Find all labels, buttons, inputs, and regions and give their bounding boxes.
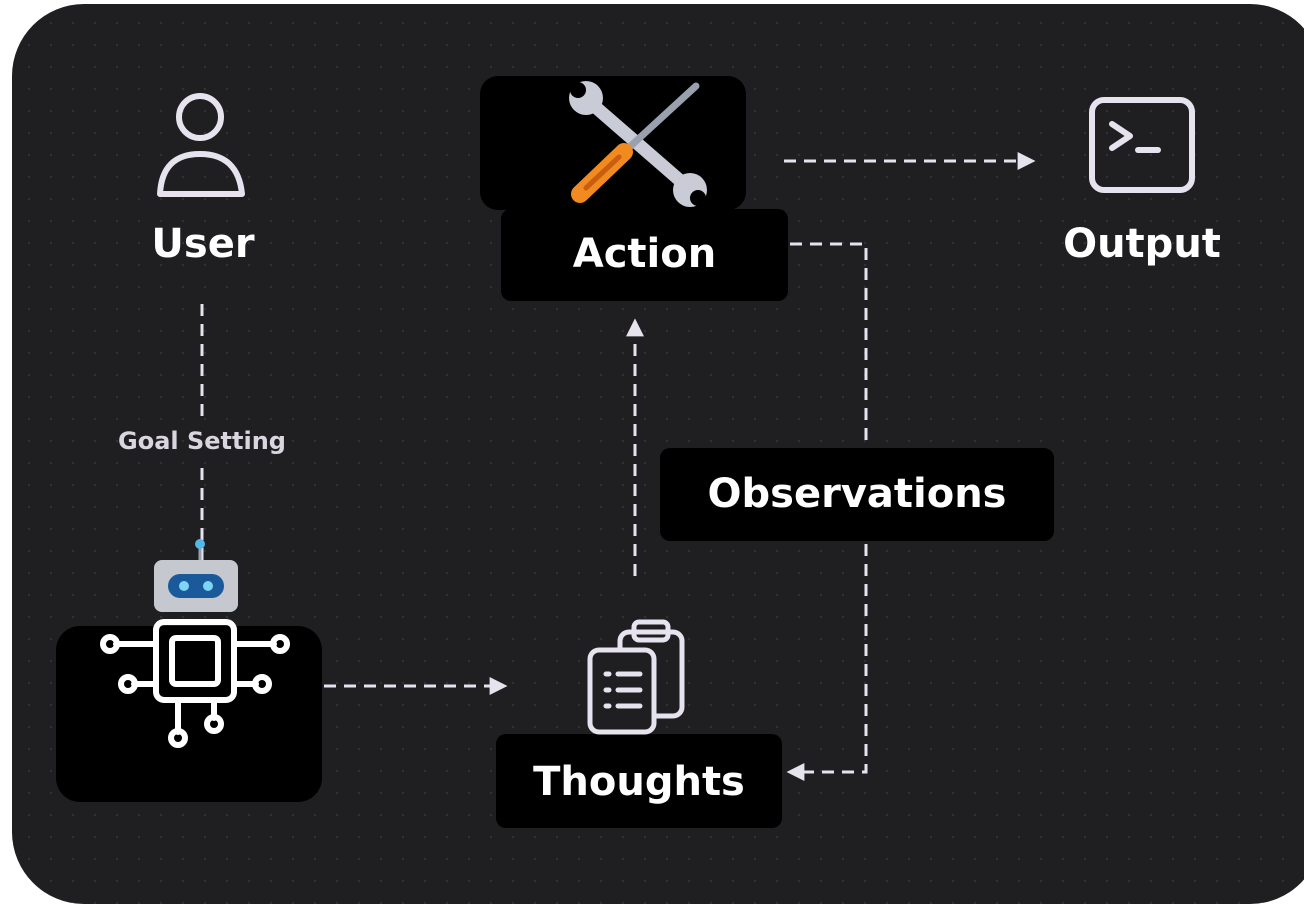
action-label-box — [501, 209, 788, 301]
terminal-icon — [1089, 97, 1195, 193]
observations-box — [660, 448, 1054, 541]
user-label: User — [151, 221, 255, 267]
action-label: Action — [572, 231, 717, 277]
goal-setting-label: Goal Setting — [118, 427, 286, 455]
agent-box — [56, 626, 322, 802]
clipboard-list-icon — [587, 619, 685, 735]
diagram-canvas: User Action Output Goal Setting Observat… — [12, 4, 1304, 904]
thoughts-label: Thoughts — [533, 759, 745, 805]
observations-label: Observations — [707, 471, 1007, 517]
wrench-screwdriver-icon — [569, 81, 707, 207]
output-label: Output — [1063, 221, 1221, 267]
user-icon — [157, 93, 245, 197]
thoughts-label-box — [496, 734, 782, 828]
edge-observations-to-thoughts — [786, 544, 868, 781]
robot-chip-icon — [100, 539, 290, 748]
edge-action-to-observations — [790, 242, 868, 448]
diagram-graphics — [100, 81, 1195, 781]
